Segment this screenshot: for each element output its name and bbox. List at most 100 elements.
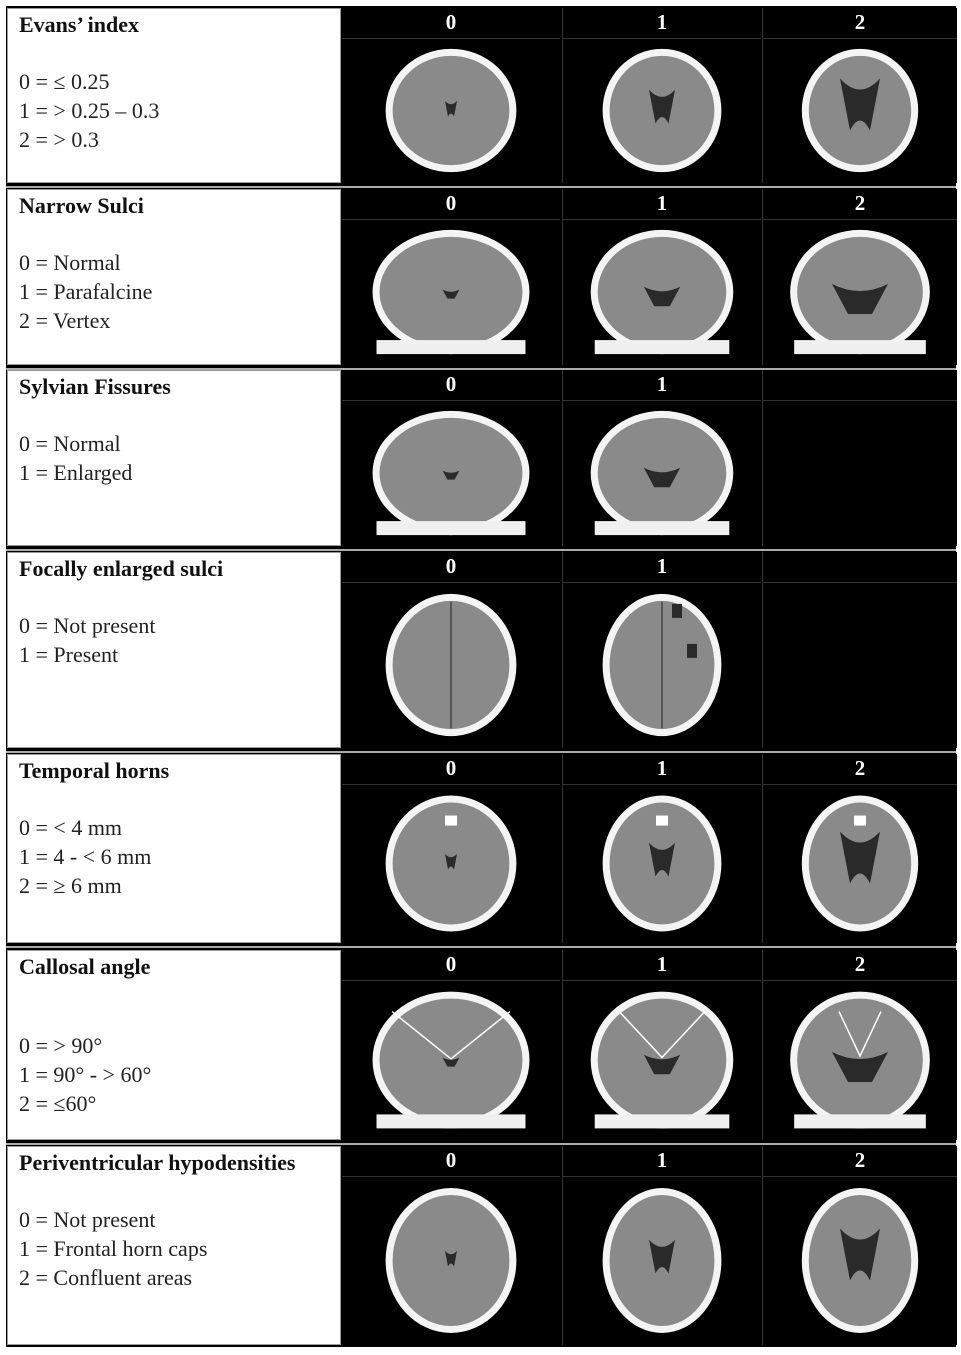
image-cell: 1 bbox=[562, 552, 761, 748]
skull-base bbox=[594, 340, 730, 355]
criterion: 0 = > 90° bbox=[19, 1033, 103, 1058]
ventricles bbox=[643, 1054, 681, 1075]
ct-scan-image bbox=[385, 1188, 517, 1333]
grade-label: 2 bbox=[854, 756, 866, 780]
grade-label: 0 bbox=[445, 10, 457, 34]
ventricles bbox=[649, 1239, 675, 1274]
callosal-angle-lines bbox=[391, 1011, 511, 1060]
sella bbox=[854, 815, 866, 826]
grade-label: 1 bbox=[656, 372, 668, 396]
image-cell: 1 bbox=[562, 189, 761, 365]
skull-base bbox=[794, 1114, 926, 1129]
ct-scan-image bbox=[372, 410, 530, 536]
row-divider bbox=[6, 368, 956, 370]
ventricles bbox=[840, 831, 880, 884]
image-cell: 1 bbox=[562, 950, 761, 1140]
ventricles bbox=[445, 853, 457, 870]
ct-scan-image bbox=[602, 593, 722, 737]
row-divider bbox=[6, 751, 956, 753]
callosal-angle-lines bbox=[838, 1011, 882, 1058]
image-cell: 2 bbox=[762, 950, 957, 1140]
header-divider bbox=[342, 980, 560, 981]
image-cell: 2 bbox=[762, 8, 957, 183]
image-cell: 2 bbox=[762, 754, 957, 943]
criterion: 2 = Confluent areas bbox=[19, 1265, 193, 1290]
header-divider bbox=[563, 38, 761, 39]
grade-label: 0 bbox=[445, 756, 457, 780]
ventricles bbox=[840, 1228, 880, 1281]
image-cell: 1 bbox=[562, 754, 761, 943]
grade-label: 2 bbox=[854, 1148, 866, 1172]
grade-label: 2 bbox=[854, 952, 866, 976]
criteria-list: 0 = > 90°1 = 90° - > 60°2 = ≤60° bbox=[19, 1031, 151, 1118]
ct-scan-image bbox=[590, 410, 734, 536]
grade-label: 1 bbox=[656, 1148, 668, 1172]
ventricles bbox=[442, 1057, 460, 1067]
criterion: 0 = Not present bbox=[19, 613, 156, 638]
sella bbox=[656, 815, 668, 826]
header-divider bbox=[563, 219, 761, 220]
ct-scan-image bbox=[790, 229, 930, 355]
ventricles bbox=[649, 89, 675, 124]
header-divider bbox=[563, 784, 761, 785]
image-cell bbox=[762, 552, 957, 748]
criterion: 1 = > 0.25 – 0.3 bbox=[19, 98, 160, 123]
ct-scan-image bbox=[602, 48, 722, 173]
header-divider bbox=[342, 38, 560, 39]
image-cell: 0 bbox=[342, 189, 560, 365]
grade-label: 0 bbox=[445, 1148, 457, 1172]
image-cell: 2 bbox=[762, 189, 957, 365]
image-cell: 1 bbox=[562, 1146, 761, 1345]
header-divider bbox=[342, 582, 560, 583]
ct-scan-image bbox=[385, 48, 517, 173]
header-divider bbox=[763, 400, 957, 401]
ct-scan-image bbox=[385, 795, 517, 932]
grade-label: 2 bbox=[854, 191, 866, 215]
ventricles bbox=[832, 284, 888, 314]
ventricles bbox=[643, 286, 681, 307]
header-divider bbox=[342, 400, 560, 401]
criterion: 1 = 90° - > 60° bbox=[19, 1062, 152, 1087]
image-cell: 2 bbox=[762, 1146, 957, 1345]
header-divider bbox=[563, 980, 761, 981]
grade-label: 0 bbox=[445, 372, 457, 396]
ct-scan-image bbox=[602, 795, 722, 932]
header-divider bbox=[563, 582, 761, 583]
header-divider bbox=[342, 1176, 560, 1177]
enlarged-sulcus bbox=[687, 643, 697, 658]
skull-base bbox=[376, 340, 526, 355]
grade-label: 1 bbox=[656, 952, 668, 976]
row-divider bbox=[6, 946, 956, 948]
header-divider bbox=[763, 1176, 957, 1177]
ventricles bbox=[445, 1250, 457, 1267]
criterion: 1 = Enlarged bbox=[19, 460, 133, 485]
callosal-angle-lines bbox=[618, 1011, 706, 1059]
image-cell: 1 bbox=[562, 370, 761, 546]
ventricles bbox=[445, 100, 457, 117]
row-divider bbox=[6, 186, 956, 188]
ct-scan-image bbox=[590, 229, 734, 355]
skull-base bbox=[794, 340, 926, 355]
header-divider bbox=[342, 784, 560, 785]
row-title: Periventricular hypodensities bbox=[19, 1150, 296, 1175]
skull-base bbox=[594, 1114, 730, 1129]
sella bbox=[445, 815, 457, 826]
ct-scan-image bbox=[790, 991, 930, 1129]
criterion: 2 = ≥ 6 mm bbox=[19, 873, 122, 898]
grade-label: 0 bbox=[445, 554, 457, 578]
grade-label: 2 bbox=[854, 10, 866, 34]
image-cell: 0 bbox=[342, 370, 560, 546]
ct-scan-image bbox=[801, 795, 919, 932]
row-divider bbox=[6, 1143, 956, 1145]
